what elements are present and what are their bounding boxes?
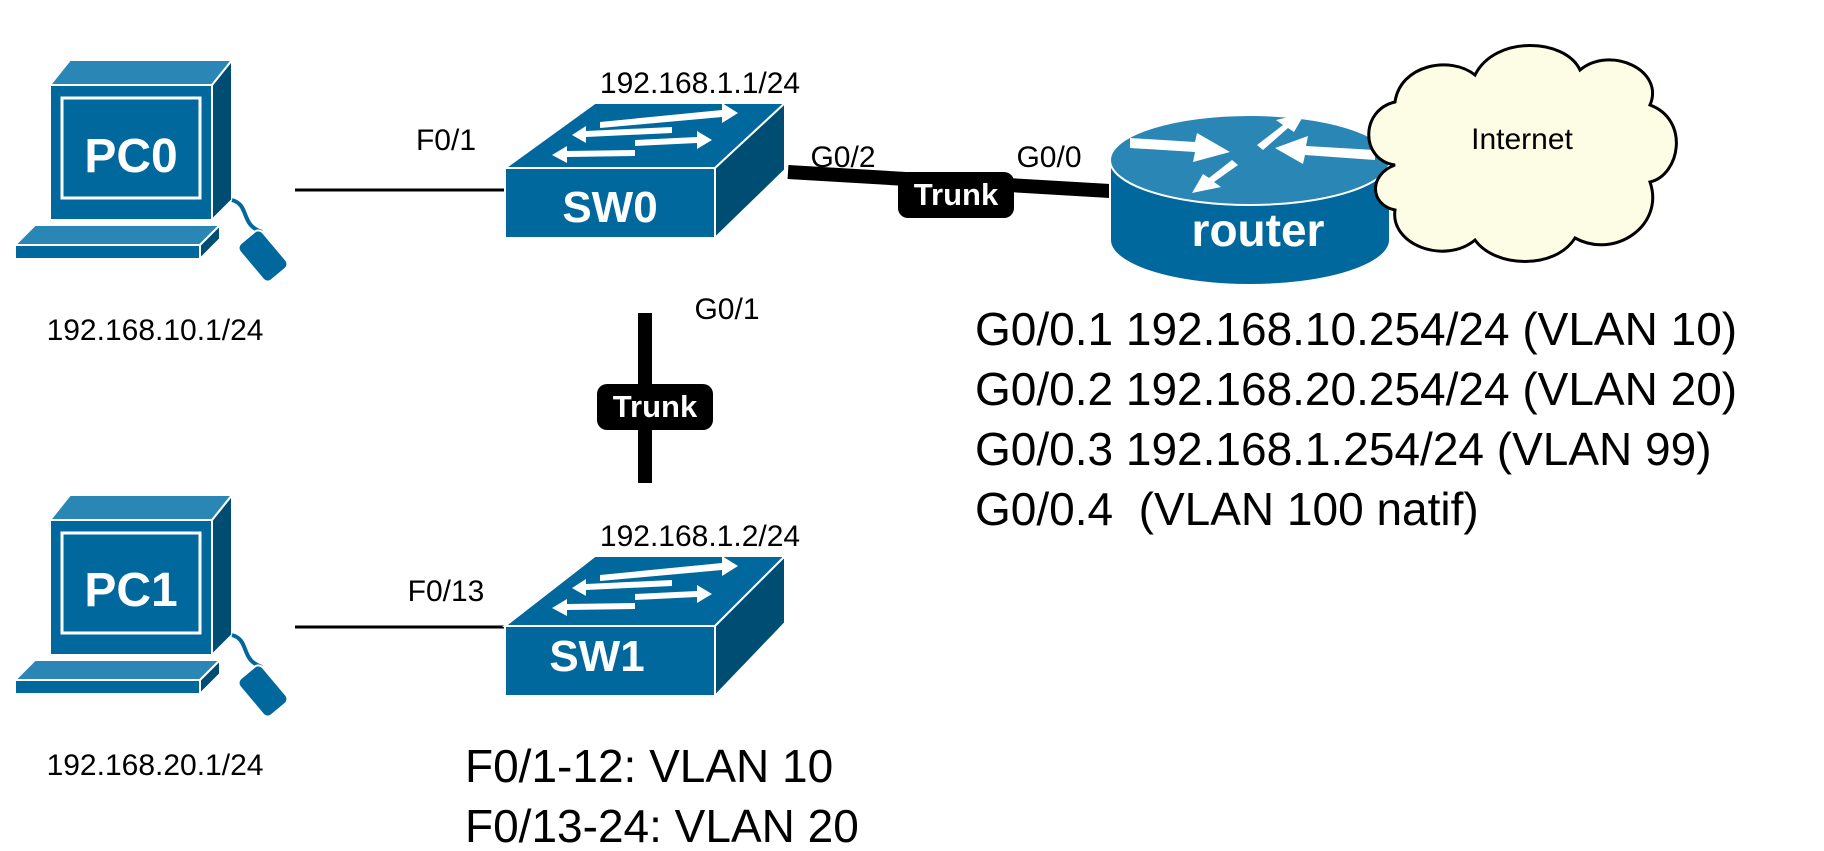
sw0-ip: 192.168.1.1/24 — [600, 67, 800, 100]
port-label-g0-2: G0/2 — [810, 141, 875, 174]
internet-label: Internet — [1471, 123, 1573, 156]
sw0-icon: SW0 — [501, 100, 788, 241]
sw1-icon: SW1 — [502, 553, 788, 699]
router-interface-line: G0/0.4 (VLAN 100 natif) — [975, 483, 1479, 535]
cloud-icon — [1367, 44, 1678, 263]
switch-arrows-icon — [552, 556, 738, 616]
trunk-badge-sw0-router: Trunk — [898, 172, 1014, 218]
vlan-assignment-line: F0/13-24: VLAN 20 — [465, 800, 859, 851]
pc0-icon: PC0 — [12, 57, 289, 283]
router-interface-line: G0/0.2 192.168.20.254/24 (VLAN 20) — [975, 363, 1737, 415]
pc0-name: PC0 — [84, 130, 177, 183]
pc1-ip: 192.168.20.1/24 — [47, 749, 264, 782]
trunk-label: Trunk — [914, 177, 999, 212]
router-interface-line: G0/0.3 192.168.1.254/24 (VLAN 99) — [975, 423, 1712, 475]
pc1-icon: PC1 — [12, 492, 289, 718]
port-label-f0-13: F0/13 — [408, 575, 485, 608]
port-label-g0-0: G0/0 — [1016, 141, 1081, 174]
port-label-g0-1: G0/1 — [694, 293, 759, 326]
router-arrows-icon — [1130, 113, 1375, 193]
sw1-name: SW1 — [549, 632, 644, 681]
router-name: router — [1192, 204, 1325, 256]
sw0-name: SW0 — [562, 183, 657, 232]
switch-arrows-icon — [552, 103, 738, 163]
port-label-f0-1: F0/1 — [416, 124, 476, 157]
router-icon: router — [1109, 113, 1391, 286]
sw1-ip: 192.168.1.2/24 — [600, 520, 800, 553]
router-interface-line: G0/0.1 192.168.10.254/24 (VLAN 10) — [975, 303, 1737, 355]
sw1-vlan-assignments: F0/1-12: VLAN 10 F0/13-24: VLAN 20 — [465, 740, 859, 851]
pc0-ip: 192.168.10.1/24 — [47, 314, 264, 347]
trunk-label: Trunk — [613, 389, 698, 424]
router-interfaces: G0/0.1 192.168.10.254/24 (VLAN 10) G0/0.… — [975, 303, 1737, 535]
pc1-name: PC1 — [84, 564, 177, 617]
vlan-assignment-line: F0/1-12: VLAN 10 — [465, 740, 833, 792]
trunk-badge-sw0-sw1: Trunk — [597, 384, 713, 430]
